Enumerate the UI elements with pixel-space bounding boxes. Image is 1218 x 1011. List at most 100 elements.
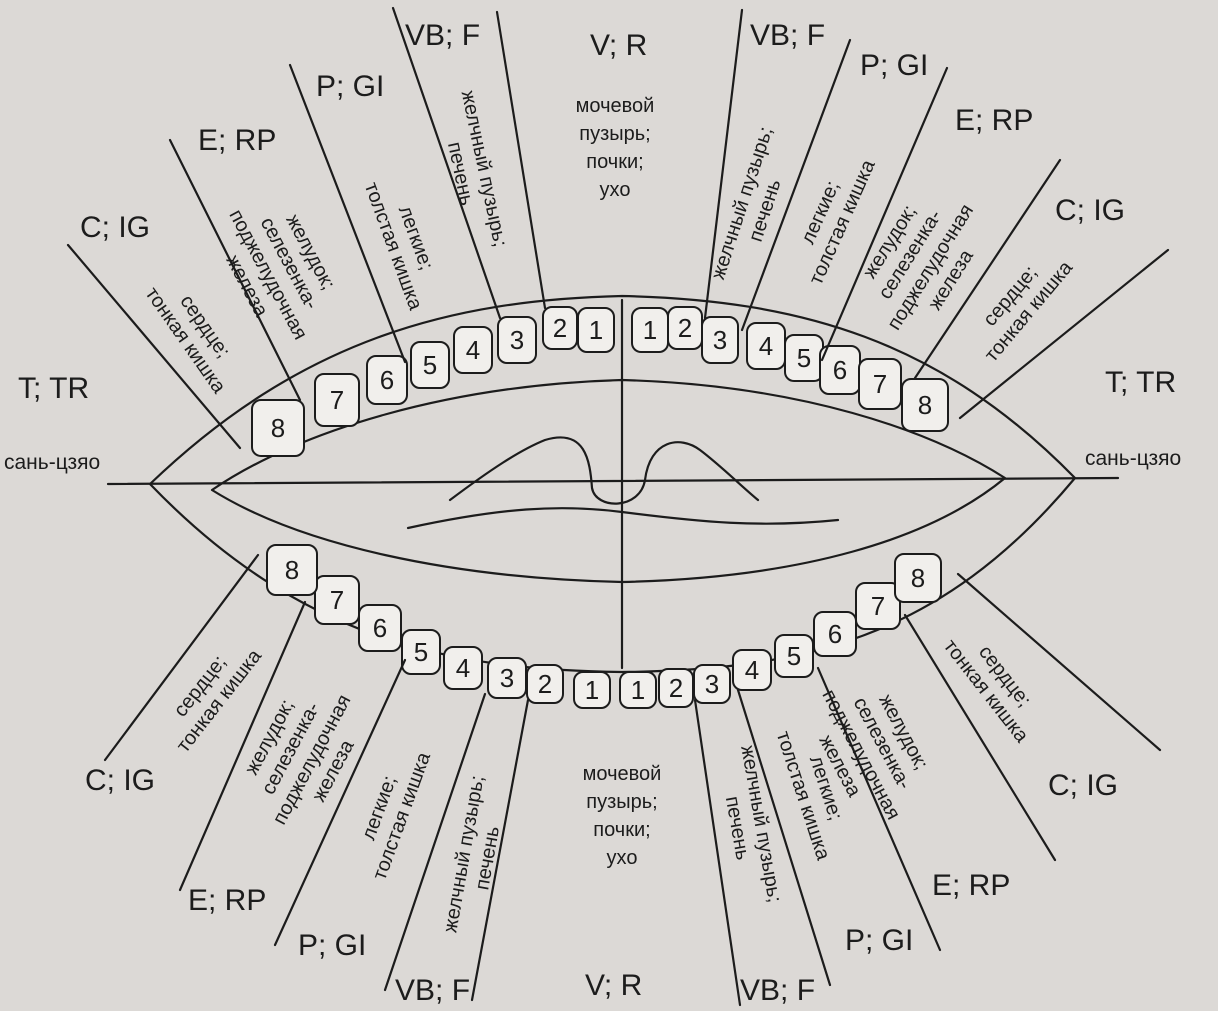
upper-left-label-vb-f: VB; F <box>405 19 480 52</box>
upper-right-tooth-shape <box>858 358 902 410</box>
upper-right-tooth-2: 2 <box>667 306 703 350</box>
upper-left-tooth-number: 2 <box>553 313 567 343</box>
upper-left-label-e-rp: E; RP <box>198 124 276 157</box>
upper-left-tooth-shape <box>314 373 360 427</box>
upper-left-tooth-shape <box>366 355 408 405</box>
upper-left-tooth-4: 4 <box>453 326 493 374</box>
lower-center-label: V; R <box>585 969 642 1002</box>
upper-left-tooth-8: 8 <box>251 399 305 457</box>
upper-left-tooth-number: 5 <box>423 350 437 380</box>
upper-left-tooth-number: 1 <box>589 315 603 345</box>
rays-layer <box>66 6 1170 1007</box>
lower-left-tooth-shape <box>573 671 611 709</box>
separator-line-12 <box>383 692 487 992</box>
lower-right-tooth-7: 7 <box>855 582 901 630</box>
separator-line-13 <box>273 658 407 947</box>
lower-right-tooth-number: 4 <box>745 655 759 685</box>
upper-right-tooth-number: 2 <box>678 313 692 343</box>
structure <box>106 294 1120 674</box>
upper-right-label-c-ig: C; IG <box>1055 194 1125 227</box>
lower-left-tooth-number: 7 <box>330 585 344 615</box>
upper-right-tooth-number: 6 <box>833 355 847 385</box>
separator-line-11 <box>470 698 530 1002</box>
lower-right-tooth-2: 2 <box>658 668 694 708</box>
lower-right-tooth-6: 6 <box>813 611 857 657</box>
upper-center-organ-4: ухо <box>600 179 631 201</box>
lower-left-organs-heart: сердце;тонкая кишка <box>170 645 267 757</box>
upper-right-tooth-number: 4 <box>759 331 773 361</box>
upper-right-label-vb-f: VB; F <box>750 19 825 52</box>
lower-left-tooth-number: 1 <box>585 675 599 705</box>
upper-left-tooth-shape <box>251 399 305 457</box>
separator-line-1 <box>495 10 547 310</box>
lower-left-tooth-shape <box>487 657 527 699</box>
separator-line-16 <box>693 698 742 1007</box>
upper-right-tooth-3: 3 <box>701 316 739 364</box>
upper-center-organ-3: почки; <box>586 151 643 173</box>
upper-right-tooth-5: 5 <box>784 334 824 382</box>
lower-left-tooth-number: 3 <box>500 663 514 693</box>
upper-left-tooth-number: 6 <box>380 365 394 395</box>
upper-center-label: V; R <box>590 29 647 62</box>
lower-left-tooth-shape <box>266 544 318 596</box>
upper-left-tooth-5: 5 <box>410 341 450 389</box>
lower-right-tooth-number: 5 <box>787 641 801 671</box>
lower-right-tooth-shape <box>774 634 814 678</box>
upper-left-label-c-ig: C; IG <box>80 211 150 244</box>
lower-left-tooth-5: 5 <box>401 629 441 675</box>
upper-left-organs-gallbladder: желчный пузырь;печень <box>443 89 511 249</box>
upper-left-tooth-shape <box>453 326 493 374</box>
inner-mouth-contour <box>210 378 1007 584</box>
separator-line-20 <box>956 572 1162 752</box>
separator-line-9 <box>913 158 1062 380</box>
lower-right-organs-heart: сердце;тонкая кишка <box>939 635 1035 747</box>
upper-left-tooth-shape <box>542 306 578 350</box>
separator-line-14 <box>178 600 307 892</box>
separator-line-5 <box>66 243 242 450</box>
upper-left-tooth-number: 4 <box>466 335 480 365</box>
upper-center-organ-2: пузырь; <box>579 123 650 145</box>
right-side-label: сань-цзяо <box>1085 447 1181 470</box>
lower-right-tooth-number: 1 <box>631 675 645 705</box>
lower-left-label-p-gi: P; GI <box>298 929 366 962</box>
lower-left-tooth-shape <box>314 575 360 625</box>
upper-right-tooth-6: 6 <box>819 345 861 395</box>
upper-center-organ-1: мочевой <box>576 95 655 117</box>
upper-left-tooth-number: 3 <box>510 325 524 355</box>
lower-right-tooth-shape <box>619 671 657 709</box>
lower-left-tooth-8: 8 <box>266 544 318 596</box>
lower-center-organ-1: мочевой <box>583 763 662 785</box>
upper-right-label-e-rp: E; RP <box>955 104 1033 137</box>
separator-line-17 <box>736 688 832 987</box>
upper-left-tooth-shape <box>497 316 537 364</box>
upper-left-tooth-2: 2 <box>542 306 578 350</box>
upper-left-tooth-1: 1 <box>577 307 615 353</box>
lower-right-tooth-8: 8 <box>894 553 942 603</box>
lower-left-tooth-number: 5 <box>414 637 428 667</box>
lower-right-tooth-1: 1 <box>619 671 657 709</box>
upper-left-label-p-gi: P; GI <box>316 70 384 103</box>
lower-left-tooth-number: 6 <box>373 613 387 643</box>
lower-center-organ-4: ухо <box>607 847 638 869</box>
upper-right-tooth-1: 1 <box>631 307 669 353</box>
lower-left-tooth-number: 2 <box>538 669 552 699</box>
lower-right-tooth-shape <box>894 553 942 603</box>
lower-left-tooth-4: 4 <box>443 646 483 690</box>
lower-left-label-c-ig: C; IG <box>85 764 155 797</box>
upper-right-tooth-number: 7 <box>873 369 887 399</box>
separator-line-3 <box>288 63 407 364</box>
lower-right-tooth-number: 6 <box>828 619 842 649</box>
lower-right-tooth-shape <box>732 649 772 691</box>
upper-tongue-curve <box>448 436 760 505</box>
separator-line-6 <box>703 8 744 320</box>
left-side-label: сань-цзяо <box>4 451 100 474</box>
lower-right-tooth-shape <box>813 611 857 657</box>
separator-line-18 <box>816 666 942 952</box>
horizontal-midline <box>106 476 1120 486</box>
lower-right-tooth-number: 3 <box>705 669 719 699</box>
upper-left-tooth-shape <box>410 341 450 389</box>
upper-right-label-p-gi: P; GI <box>860 49 928 82</box>
